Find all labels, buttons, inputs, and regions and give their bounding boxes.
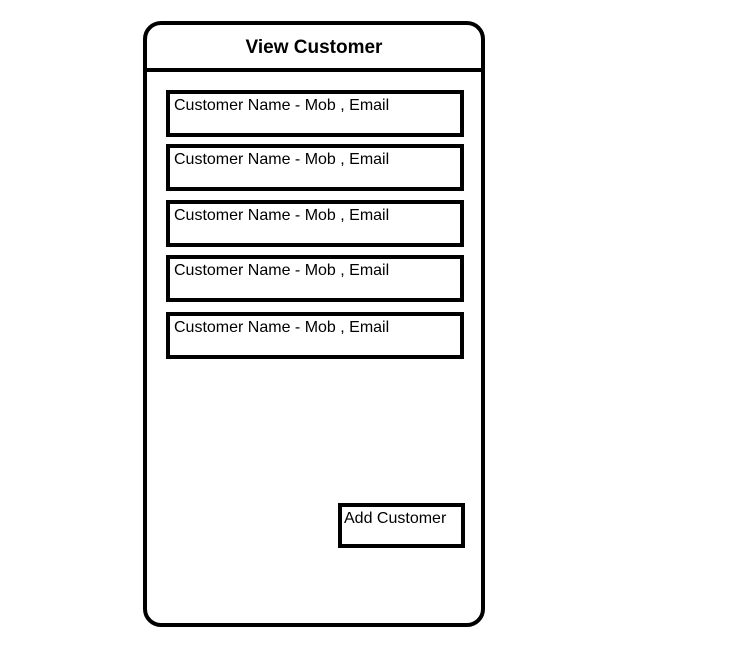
app-header: View Customer <box>147 25 481 72</box>
customer-list-item[interactable]: Customer Name - Mob , Email <box>166 255 464 302</box>
customer-item-label: Customer Name - Mob , Email <box>174 319 390 336</box>
customer-item-label: Customer Name - Mob , Email <box>174 151 390 168</box>
add-customer-button[interactable]: Add Customer <box>338 503 465 548</box>
add-customer-label: Add Customer <box>344 510 447 527</box>
customer-list-item[interactable]: Customer Name - Mob , Email <box>166 312 464 359</box>
customer-item-label: Customer Name - Mob , Email <box>174 207 390 224</box>
customer-list-item[interactable]: Customer Name - Mob , Email <box>166 90 464 137</box>
page-title: View Customer <box>245 37 383 58</box>
customer-item-label: Customer Name - Mob , Email <box>174 262 390 279</box>
customer-list-item[interactable]: Customer Name - Mob , Email <box>166 144 464 191</box>
customer-list-item[interactable]: Customer Name - Mob , Email <box>166 200 464 247</box>
phone-frame: View Customer Customer Name - Mob , Emai… <box>143 21 485 627</box>
customer-item-label: Customer Name - Mob , Email <box>174 97 390 114</box>
